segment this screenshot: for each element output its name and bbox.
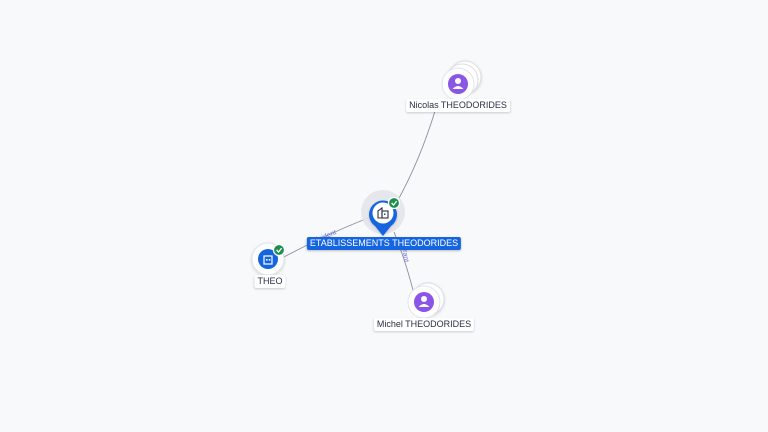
node-label-nicolas[interactable]: Nicolas THEODORIDES (406, 99, 510, 112)
node-nicolas[interactable] (441, 60, 482, 101)
edge-nicolas-etablissements: Gérant Représentant (397, 110, 436, 201)
verified-badge-icon (272, 243, 286, 257)
node-label-etablissements[interactable]: ETABLISSEMENTS THEODORIDES (306, 237, 462, 250)
node-etablissements[interactable] (361, 190, 405, 236)
node-label-michel[interactable]: Michel THEODORIDES (373, 318, 475, 331)
node-theo[interactable] (251, 242, 286, 276)
building-icon (377, 206, 389, 219)
node-label-theo[interactable]: THEO (254, 275, 286, 288)
verified-badge-icon (387, 196, 401, 210)
person-icon (452, 78, 464, 89)
edge-label-gerant-nicolas: Gérant (403, 139, 415, 162)
node-michel[interactable] (407, 282, 445, 319)
building-icon (263, 255, 273, 265)
person-icon (418, 296, 430, 307)
edge-label-representant-nicolas: Représentant (410, 131, 428, 173)
edge-label-gerant-michel: Gérant (400, 240, 410, 262)
